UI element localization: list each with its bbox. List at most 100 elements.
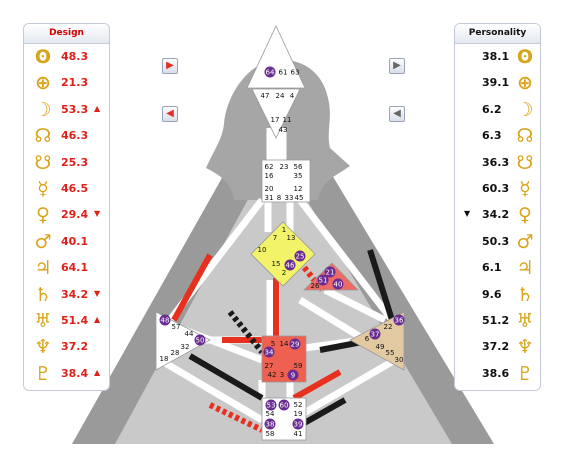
svg-text:18: 18: [160, 355, 169, 363]
design-value: 64.1: [61, 261, 89, 275]
svg-text:49: 49: [376, 343, 385, 351]
design-row-uranus: ♅ 51.4 ▲: [24, 308, 109, 334]
svg-text:4: 4: [290, 92, 295, 100]
design-value: 46.3: [61, 129, 89, 143]
svg-text:60: 60: [280, 402, 289, 410]
personality-value: 51.2: [482, 313, 510, 327]
svg-text:53: 53: [267, 402, 276, 410]
personality-row-moon: ☽6.2: [455, 97, 540, 123]
svg-text:15: 15: [272, 260, 281, 268]
svg-text:3: 3: [280, 371, 284, 379]
design-value: 21.3: [61, 76, 89, 90]
personality-value: 34.2: [482, 208, 510, 222]
personality-row-uranus: ♅51.2: [455, 308, 540, 334]
venus-icon: ♀: [36, 204, 50, 227]
g-center: 1 7 13 10 25 15 46 2: [250, 221, 316, 287]
design-value: 51.4: [61, 313, 89, 327]
personality-row-jupiter: ♃6.1: [455, 255, 540, 281]
north-node-icon: ☊: [516, 125, 534, 148]
svg-text:61: 61: [279, 69, 288, 77]
svg-text:11: 11: [283, 116, 292, 124]
design-row-earth: ⊕ 21.3: [24, 70, 109, 96]
svg-text:20: 20: [265, 185, 274, 193]
svg-text:16: 16: [265, 172, 274, 180]
svg-text:29: 29: [291, 341, 300, 349]
svg-text:26: 26: [311, 282, 320, 290]
saturn-icon: ♄: [516, 283, 534, 306]
personality-row-mercury: ☿ 60.3: [455, 176, 540, 202]
design-change-indicator: ▲: [94, 314, 101, 324]
earth-icon: ⊕: [35, 72, 51, 95]
personality-change-indicator: ▼: [464, 209, 471, 219]
svg-text:64: 64: [266, 69, 275, 77]
svg-text:37: 37: [371, 331, 380, 339]
design-value: 48.3: [61, 50, 89, 63]
mercury-icon: ☿: [519, 177, 531, 200]
svg-text:2: 2: [282, 269, 286, 277]
svg-text:47: 47: [261, 92, 270, 100]
throat-center: 62 23 56 16 35 20 12 31 8 33 45: [261, 159, 311, 203]
svg-text:5: 5: [271, 340, 275, 348]
south-node-icon: ☋: [516, 151, 534, 174]
svg-text:57: 57: [172, 323, 181, 331]
sacral-center: 5 14 29 34 27 59 42 3 9: [261, 335, 307, 383]
svg-text:40: 40: [334, 281, 343, 289]
svg-text:10: 10: [258, 246, 267, 254]
design-panel-title: Design: [24, 24, 109, 44]
svg-text:41: 41: [294, 430, 303, 438]
head-center: 64 61 63: [246, 25, 306, 89]
svg-text:27: 27: [265, 362, 274, 370]
svg-text:43: 43: [279, 126, 288, 134]
personality-row-saturn: ♄9.6: [455, 282, 540, 308]
svg-text:21: 21: [326, 269, 335, 277]
personality-value: 60.3: [482, 181, 510, 195]
svg-text:13: 13: [287, 234, 296, 242]
design-value: 46.5: [61, 181, 89, 195]
svg-text:45: 45: [295, 194, 304, 202]
design-row-saturn: ♄34.2▼: [24, 282, 109, 308]
personality-next-button[interactable]: ▶: [389, 58, 405, 74]
mars-icon: ♂: [34, 230, 52, 253]
svg-text:33: 33: [285, 194, 294, 202]
design-change-indicator: ▼: [94, 288, 101, 298]
design-value: 29.4: [61, 208, 89, 222]
personality-panel-title: Personality: [455, 24, 540, 44]
design-next-button[interactable]: ▶: [162, 58, 178, 74]
mercury-icon: ☿: [37, 177, 49, 200]
earth-icon: ⊕: [517, 72, 533, 95]
svg-text:23: 23: [280, 163, 289, 171]
design-change-indicator: ▲: [94, 103, 101, 113]
svg-text:17: 17: [271, 116, 280, 124]
svg-text:38: 38: [266, 421, 275, 429]
design-value: 53.3: [61, 102, 89, 116]
design-prev-button[interactable]: ◀: [162, 106, 178, 122]
personality-prev-button[interactable]: ◀: [389, 106, 405, 122]
svg-text:9: 9: [291, 372, 295, 380]
svg-text:14: 14: [280, 340, 289, 348]
design-value: 38.4: [61, 366, 89, 380]
design-row-neptune: ♆37.2: [24, 334, 109, 360]
solar-plexus-center: 36 22 37 6 49 55 30: [349, 311, 405, 371]
svg-text:58: 58: [266, 430, 275, 438]
svg-text:36: 36: [395, 317, 404, 325]
personality-row-earth: ⊕39.1: [455, 70, 540, 96]
design-row-jupiter: ♃64.1: [24, 255, 109, 281]
svg-text:48: 48: [161, 317, 170, 325]
personality-value: 6.1: [482, 261, 502, 275]
design-row-moon: ☽ 53.3 ▲: [24, 97, 109, 123]
svg-text:63: 63: [291, 69, 300, 77]
light-triangle: [115, 148, 452, 444]
svg-text:1: 1: [282, 226, 286, 234]
personality-value: 50.3: [482, 234, 510, 248]
svg-text:42: 42: [268, 371, 277, 379]
uranus-icon: ♅: [34, 309, 52, 332]
personality-value: 6.2: [482, 102, 502, 116]
moon-icon: ☽: [34, 98, 52, 121]
personality-value: 6.3: [482, 129, 502, 143]
design-value: 34.2: [61, 287, 89, 301]
